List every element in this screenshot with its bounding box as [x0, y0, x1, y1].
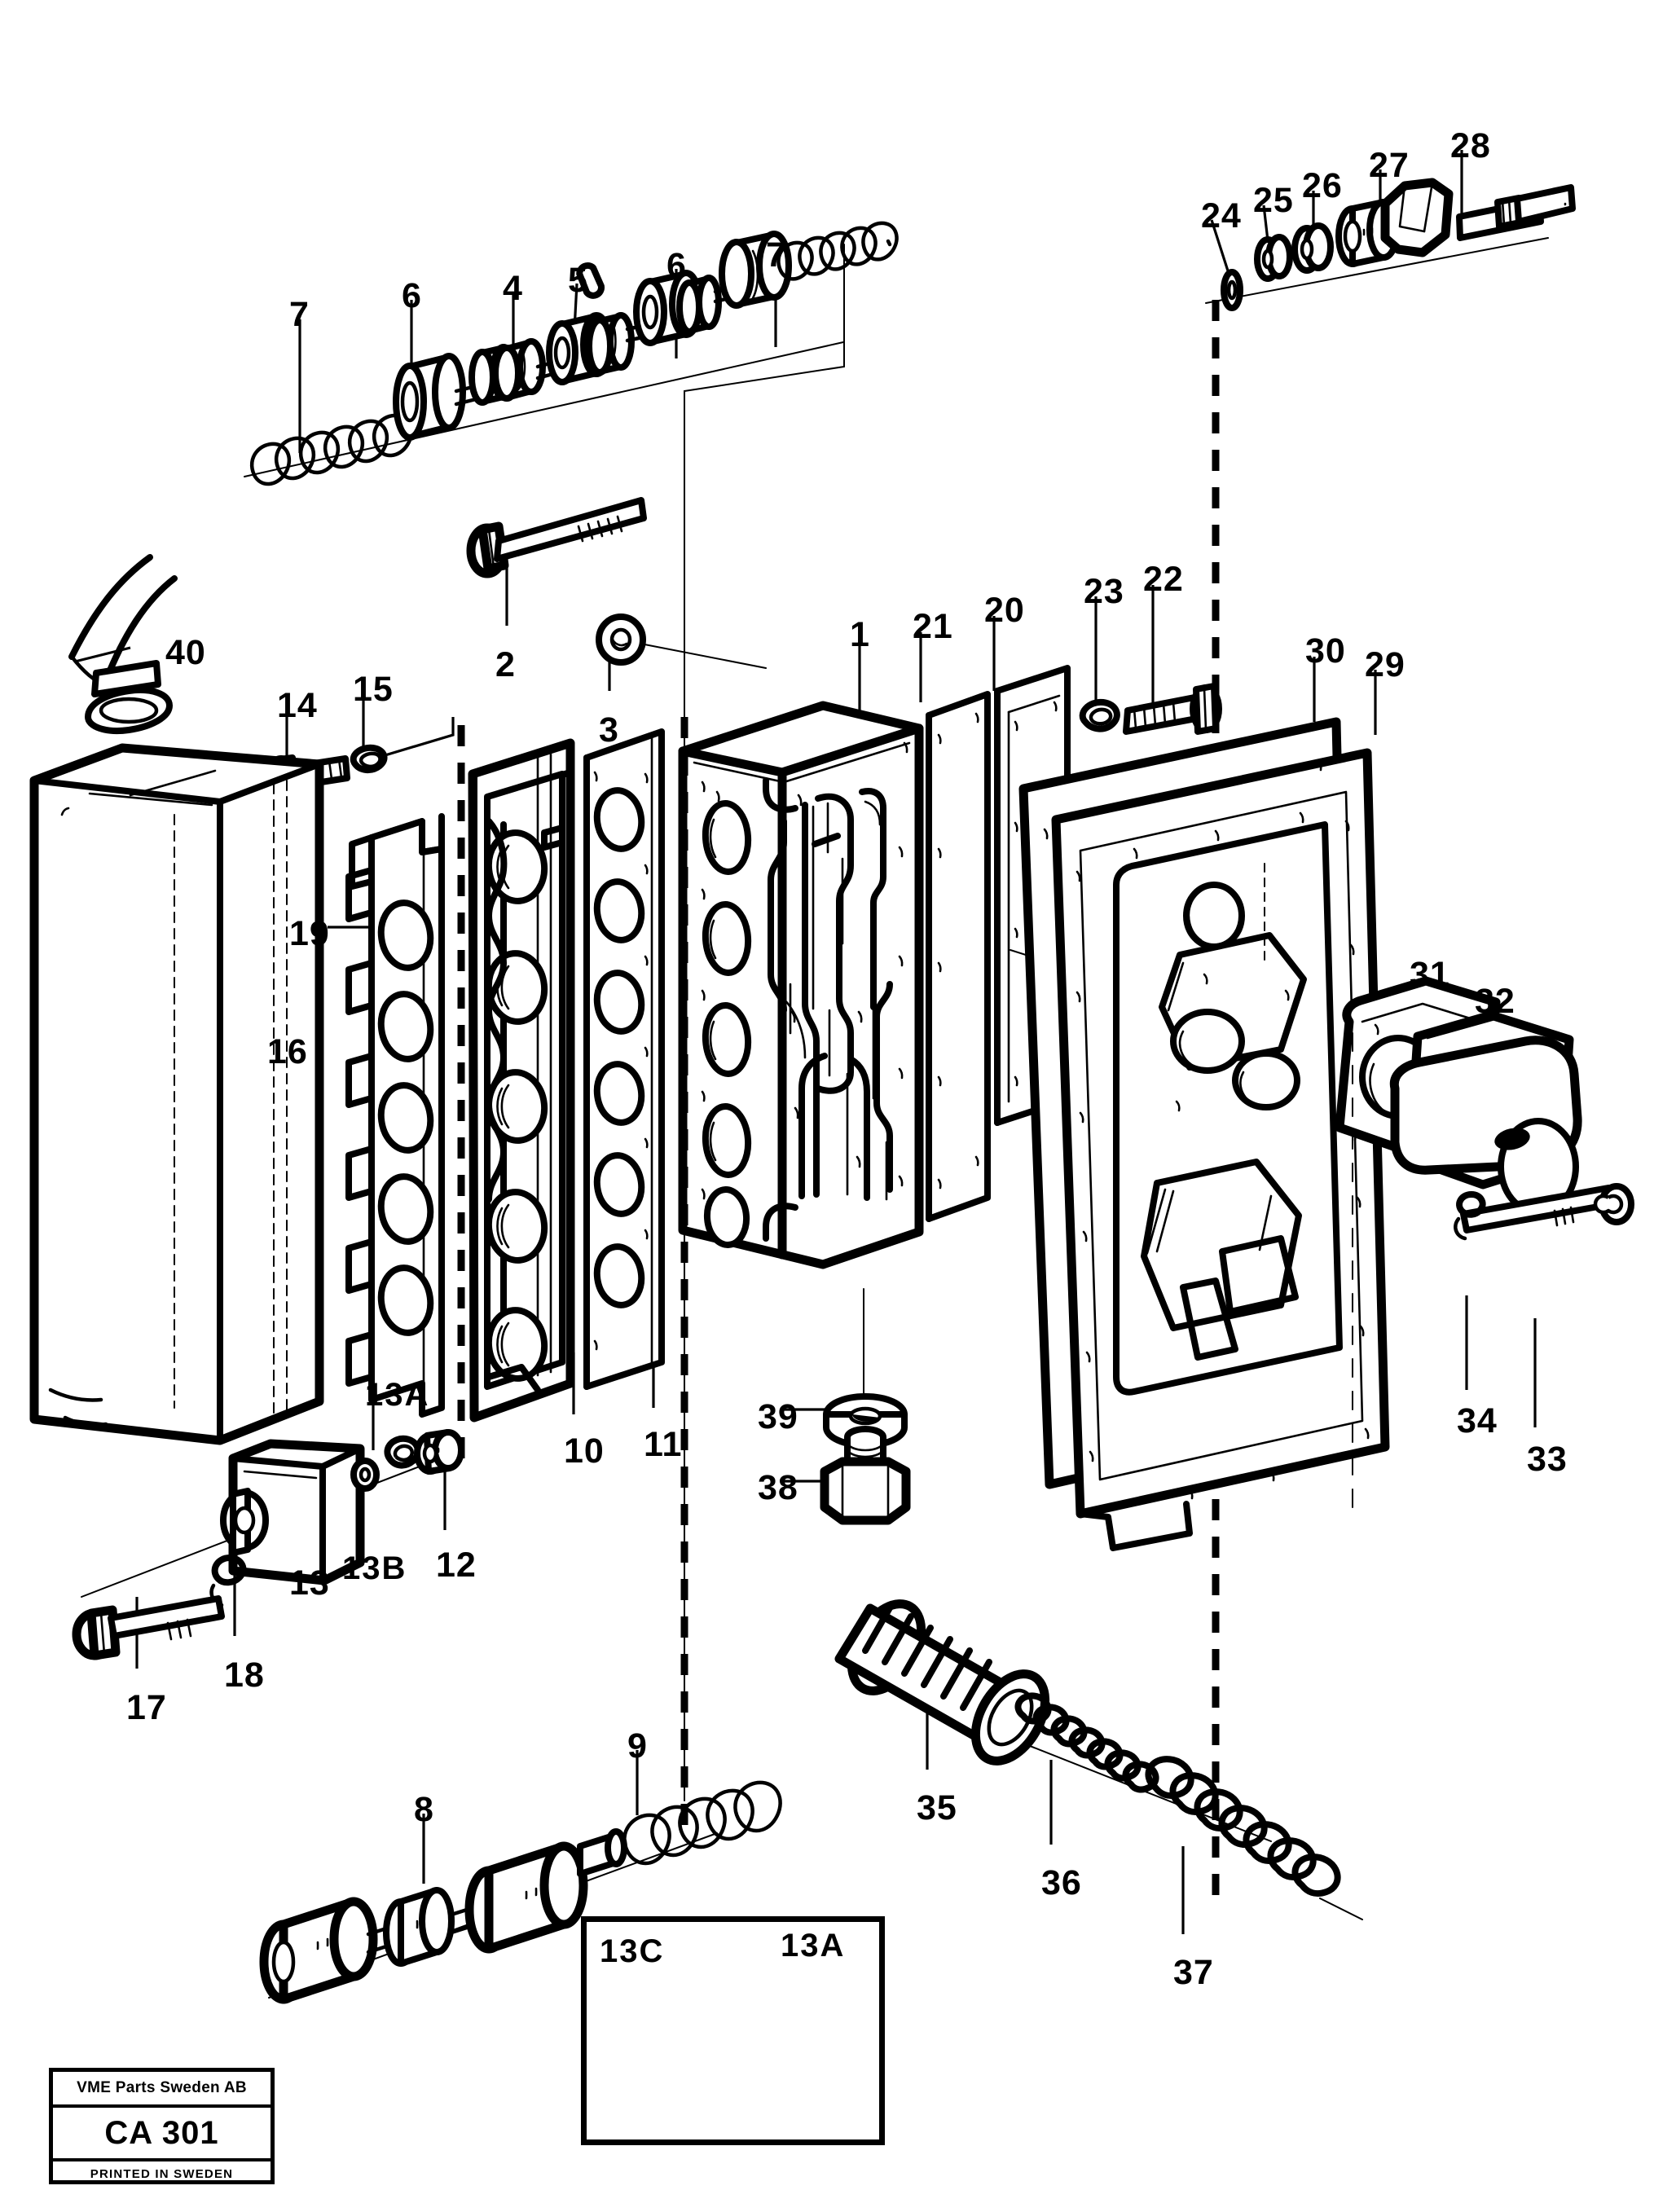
- callout-35: 35: [917, 1788, 957, 1827]
- callout-39: 39: [758, 1397, 798, 1436]
- callout-17: 17: [126, 1688, 167, 1727]
- callout-19: 19: [289, 914, 330, 953]
- washer-23-screw-22: [1079, 683, 1222, 735]
- callout-7-left: 7: [289, 295, 310, 334]
- upper-spool-assembly: [244, 221, 899, 486]
- callout-15: 15: [353, 670, 394, 709]
- upper-right-plug-assembly: [1205, 178, 1576, 1898]
- title-block: VME Parts Sweden AB CA 301 PRINTED IN SW…: [49, 2068, 275, 2184]
- callout-40: 40: [165, 633, 206, 672]
- callout-11: 11: [644, 1425, 683, 1464]
- plate-code: CA 301: [104, 2114, 219, 2151]
- callout-6-right: 6: [666, 246, 687, 285]
- callout-2: 2: [495, 645, 516, 684]
- callout-12: 12: [436, 1546, 477, 1585]
- gasket-plate-19: [345, 813, 445, 1418]
- plug-38-washer-39: [820, 1288, 911, 1525]
- cover-plate-30-29: [1018, 717, 1390, 1551]
- inset-callout-13c: 13C: [600, 1933, 665, 1969]
- callout-30: 30: [1305, 631, 1346, 671]
- callout-34: 34: [1457, 1401, 1498, 1440]
- callout-9: 9: [627, 1726, 648, 1766]
- bolt-2-washer-3: [466, 497, 767, 669]
- callout-14: 14: [277, 686, 318, 725]
- inset-detail-box: [581, 1916, 885, 2145]
- callout-13: 13: [289, 1563, 330, 1603]
- callout-25: 25: [1253, 181, 1294, 220]
- company-name: VME Parts Sweden AB: [77, 2079, 247, 2096]
- gasket-plate-11: [583, 728, 665, 1390]
- callout-21: 21: [913, 607, 953, 646]
- gasket-21: [926, 691, 991, 1222]
- cover-plate-10: [468, 738, 575, 1423]
- callout-20: 20: [984, 591, 1025, 630]
- callout-26: 26: [1302, 166, 1343, 205]
- callout-10: 10: [564, 1431, 605, 1471]
- callout-1: 1: [850, 615, 870, 654]
- spring-set-35-36-37: [834, 1599, 1363, 1920]
- callout-5: 5: [568, 261, 588, 300]
- callout-27: 27: [1369, 146, 1410, 185]
- callout-31: 31: [1410, 955, 1450, 994]
- callout-36: 36: [1041, 1863, 1082, 1902]
- callout-6-left: 6: [402, 276, 422, 315]
- callout-8: 8: [414, 1790, 434, 1829]
- callout-13b: 13B: [342, 1550, 407, 1586]
- lower-spool-8-spring-9: [259, 1780, 782, 2004]
- inset-callout-13a: 13A: [781, 1928, 846, 1964]
- callout-29: 29: [1365, 645, 1405, 684]
- title-block-footer-row: PRINTED IN SWEDEN: [53, 2161, 271, 2186]
- callout-7-right: 7: [766, 235, 786, 275]
- title-block-company-row: VME Parts Sweden AB: [53, 2072, 271, 2108]
- cylinder-assembly-31-32: [1335, 976, 1634, 1508]
- callout-23: 23: [1084, 572, 1124, 611]
- solenoid-13-group: [72, 1429, 464, 1660]
- reservoir-16: [29, 554, 324, 1445]
- valve-body-1: [678, 701, 924, 1269]
- callout-24: 24: [1201, 196, 1242, 235]
- callout-18: 18: [224, 1656, 265, 1695]
- callout-4: 4: [503, 269, 523, 308]
- callout-37: 37: [1173, 1953, 1214, 1992]
- callout-38: 38: [758, 1468, 798, 1507]
- callout-13a: 13A: [365, 1377, 430, 1413]
- callout-22: 22: [1143, 560, 1184, 599]
- title-block-code-row: CA 301: [53, 2108, 271, 2161]
- callout-28: 28: [1450, 126, 1491, 165]
- callout-33: 33: [1527, 1440, 1568, 1479]
- callout-3: 3: [599, 710, 619, 750]
- callout-16: 16: [267, 1032, 308, 1071]
- printed-in: PRINTED IN SWEDEN: [90, 2166, 234, 2181]
- callout-32: 32: [1475, 982, 1515, 1021]
